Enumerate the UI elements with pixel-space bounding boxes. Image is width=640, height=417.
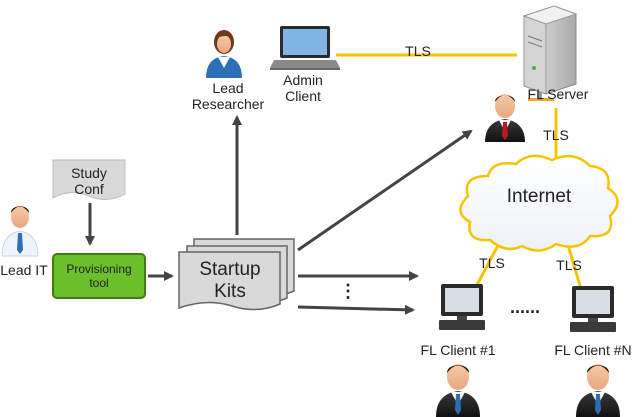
tls-label-internet-client1: TLS: [479, 255, 505, 271]
startup-kits-documents[interactable]: [178, 238, 295, 311]
tls-label-server-internet: TLS: [543, 127, 569, 143]
person-icon: [206, 30, 242, 78]
provisioning-tool-label: Provisioning tool: [66, 262, 132, 290]
admin-client-label: Admin Client: [283, 72, 323, 104]
fl-server-label: FL Server: [527, 86, 589, 102]
startup-kits-label: Startup Kits: [199, 259, 261, 302]
document-icon: [52, 159, 126, 200]
person-icon: [485, 94, 525, 142]
desktop-computer-icon: [570, 286, 616, 332]
vertical-ellipsis: ⋮: [339, 281, 357, 301]
horizontal-ellipsis: ......: [509, 297, 540, 317]
person-icon: [436, 364, 480, 417]
lead-researcher-label: Lead Researcher: [191, 80, 265, 112]
arrow-kits-client2: [297, 304, 415, 315]
lead-it-label: Lead IT: [0, 262, 48, 278]
person-icon: [1, 206, 39, 257]
tls-label-internet-clientn: TLS: [556, 257, 582, 273]
arrow-kits-server: [297, 129, 473, 252]
study-conf-label: Study Conf: [71, 165, 107, 197]
arrows: [85, 115, 473, 315]
laptop-icon: [270, 26, 340, 70]
fl-client-n-label: FL Client #N: [554, 342, 632, 358]
server-icon: [522, 5, 578, 101]
internet-label: Internet: [506, 186, 572, 207]
person-icon: [576, 364, 620, 417]
fl-client-1-label: FL Client #1: [420, 342, 496, 358]
tls-label-admin-server: TLS: [405, 43, 431, 59]
desktop-computer-icon: [439, 284, 485, 330]
provisioning-tool-box[interactable]: [52, 253, 146, 299]
cloud-icon: [459, 154, 619, 252]
